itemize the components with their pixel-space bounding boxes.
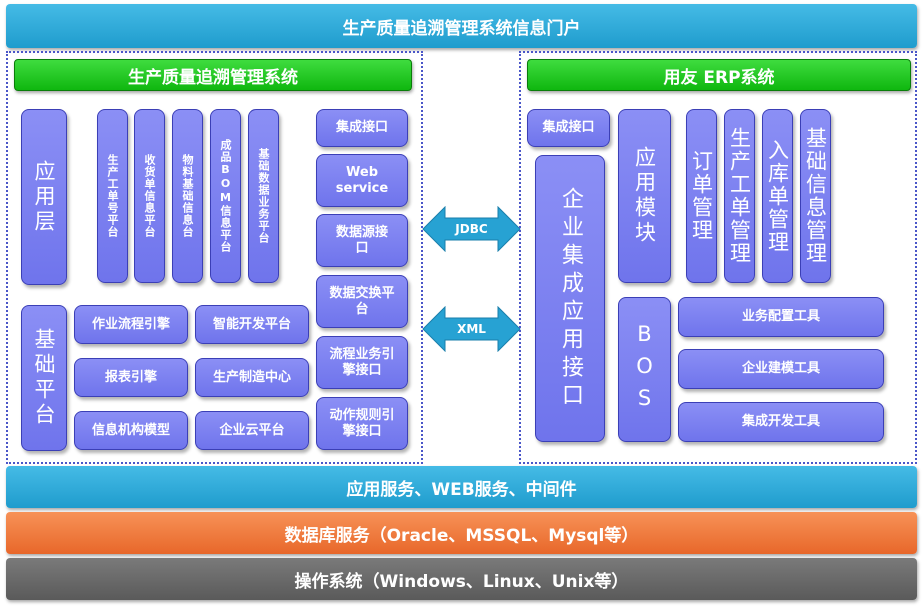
- action-rule-engine-interface[interactable]: 动作规则引擎接口: [316, 397, 408, 450]
- erp-order-management[interactable]: 订单管理: [686, 109, 717, 283]
- module-material-platform[interactable]: 物料基础信息台: [172, 109, 203, 283]
- xml-label: XML: [457, 322, 486, 336]
- jdbc-label: JDBC: [455, 222, 488, 236]
- erp-system-panel: [519, 51, 917, 464]
- process-engine-interface[interactable]: 流程业务引擎接口: [316, 336, 408, 389]
- application-layer-label: 应用层: [21, 109, 67, 285]
- database-bar: 数据库服务（Oracle、MSSQL、Mysql等）: [6, 512, 917, 554]
- module-basic-data-platform[interactable]: 基础数据业务平台: [248, 109, 279, 283]
- xml-arrow: XML: [422, 305, 521, 353]
- workflow-engine[interactable]: 作业流程引擎: [74, 305, 188, 344]
- report-engine[interactable]: 报表引擎: [74, 358, 188, 397]
- business-config-tool[interactable]: 业务配置工具: [678, 297, 884, 337]
- erp-inbound-order-management[interactable]: 入库单管理: [762, 109, 793, 283]
- portal-header: 生产质量追溯管理系统信息门户: [6, 4, 917, 48]
- module-bom-platform[interactable]: 成品BOM信息平台: [210, 109, 241, 283]
- web-service-block[interactable]: Web service: [316, 154, 408, 207]
- manufacturing-center[interactable]: 生产制造中心: [195, 358, 309, 397]
- erp-work-order-management[interactable]: 生产工单管理: [724, 109, 755, 283]
- datasource-interface[interactable]: 数据源接口: [316, 214, 408, 267]
- integration-dev-tool[interactable]: 集成开发工具: [678, 402, 884, 442]
- integration-interface-left[interactable]: 集成接口: [316, 109, 408, 147]
- enterprise-cloud-platform[interactable]: 企业云平台: [195, 411, 309, 450]
- os-bar: 操作系统（Windows、Linux、Unix等）: [6, 558, 917, 600]
- jdbc-arrow: JDBC: [422, 205, 521, 253]
- data-exchange-platform[interactable]: 数据交换平台: [316, 275, 408, 328]
- smart-dev-platform[interactable]: 智能开发平台: [195, 305, 309, 344]
- enterprise-integration-interface[interactable]: 企业集成应用接口: [535, 155, 605, 442]
- bos-block[interactable]: BOS: [618, 297, 671, 442]
- info-org-model[interactable]: 信息机构模型: [74, 411, 188, 450]
- module-receipt-platform[interactable]: 收货单信息平台: [134, 109, 165, 283]
- application-module[interactable]: 应用模块: [618, 109, 671, 283]
- middleware-bar: 应用服务、WEB服务、中间件: [6, 466, 917, 508]
- erp-basic-info-management[interactable]: 基础信息管理: [800, 109, 831, 283]
- erp-system-title: 用友 ERP系统: [527, 59, 911, 91]
- module-work-order-platform[interactable]: 生产工单号平台: [97, 109, 128, 283]
- traceability-system-title: 生产质量追溯管理系统: [14, 59, 412, 91]
- traceability-system-panel: [6, 51, 423, 464]
- integration-interface-right[interactable]: 集成接口: [527, 109, 610, 147]
- base-platform-label: 基础平台: [21, 305, 67, 451]
- enterprise-modeling-tool[interactable]: 企业建模工具: [678, 349, 884, 389]
